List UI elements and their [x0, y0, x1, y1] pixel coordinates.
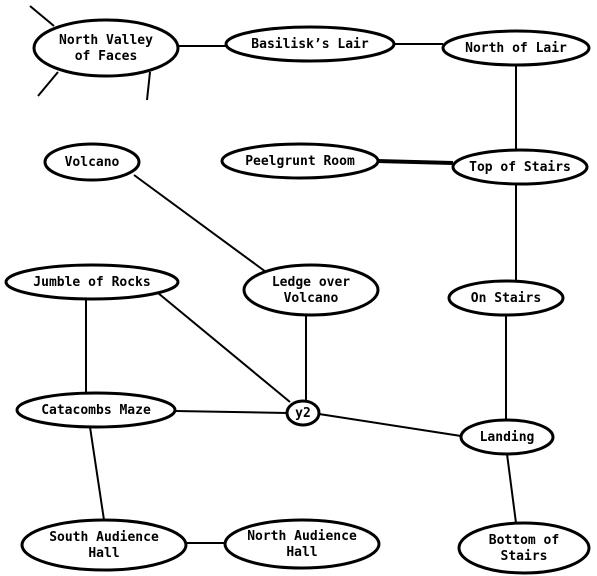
room-label: of Faces [75, 49, 138, 64]
room-label: Ledge over [272, 275, 350, 290]
room-label: Stairs [501, 549, 548, 564]
room-ellipse [285, 399, 321, 427]
room-label: Landing [480, 430, 535, 445]
connection-peelgrunt-room-to-top-of-stairs [377, 159, 454, 165]
room-ellipse [457, 521, 591, 575]
room-ellipse [223, 518, 381, 570]
room-label: Basilisk’s Lair [251, 37, 369, 52]
connection-jumble-of-rocks-to-y2 [157, 292, 291, 403]
room-label: Jumble of Rocks [33, 275, 150, 290]
room-ellipse [4, 263, 180, 301]
room-basilisks-lair: Basilisk’s Lair [224, 25, 396, 63]
room-ellipse [15, 391, 177, 429]
room-ellipse [220, 142, 380, 180]
room-label: y2 [295, 406, 311, 421]
exit-stub [37, 71, 59, 97]
connection-catacombs-maze-to-y2 [174, 410, 288, 414]
room-ellipse [441, 29, 591, 67]
room-label: North Audience [247, 529, 357, 544]
room-label: North of Lair [465, 41, 567, 56]
room-ellipse [447, 279, 565, 317]
room-label: Volcano [284, 291, 339, 306]
room-label: Hall [286, 545, 317, 560]
room-landing: Landing [459, 418, 555, 456]
room-ellipse [43, 142, 141, 182]
room-ellipse [32, 18, 180, 78]
map-connections [85, 43, 517, 544]
connection-landing-to-bottom-of-stairs [506, 453, 517, 524]
room-label: Bottom of [489, 533, 559, 548]
room-north-of-lair: North of Lair [441, 29, 591, 67]
room-label: Catacombs Maze [41, 403, 151, 418]
room-label: North Valley [59, 33, 153, 48]
room-catacombs-maze: Catacombs Maze [15, 391, 177, 429]
room-ellipse [451, 148, 589, 186]
exit-stub [29, 5, 55, 27]
room-label: On Stairs [471, 291, 541, 306]
room-top-of-stairs: Top of Stairs [451, 148, 589, 186]
room-on-stairs: On Stairs [447, 279, 565, 317]
room-ellipse [459, 418, 555, 456]
connection-volcano-to-ledge-over-volcano [133, 174, 267, 273]
room-ellipse [242, 263, 380, 317]
room-peelgrunt-room: Peelgrunt Room [220, 142, 380, 180]
room-y2: y2 [285, 399, 321, 427]
room-label: Peelgrunt Room [245, 154, 355, 169]
room-label: Top of Stairs [469, 160, 571, 175]
off-map-exits [29, 5, 151, 101]
room-jumble-of-rocks: Jumble of Rocks [4, 263, 180, 301]
room-label: South Audience [49, 530, 159, 545]
room-label: Volcano [65, 155, 120, 170]
exit-stub [146, 71, 151, 101]
room-volcano: Volcano [43, 142, 141, 182]
room-ellipse [224, 25, 396, 63]
connection-y2-to-landing [318, 413, 462, 437]
connection-catacombs-maze-to-south-audience-hall [89, 426, 105, 521]
room-ellipse [20, 518, 188, 572]
room-label: Hall [88, 546, 119, 561]
